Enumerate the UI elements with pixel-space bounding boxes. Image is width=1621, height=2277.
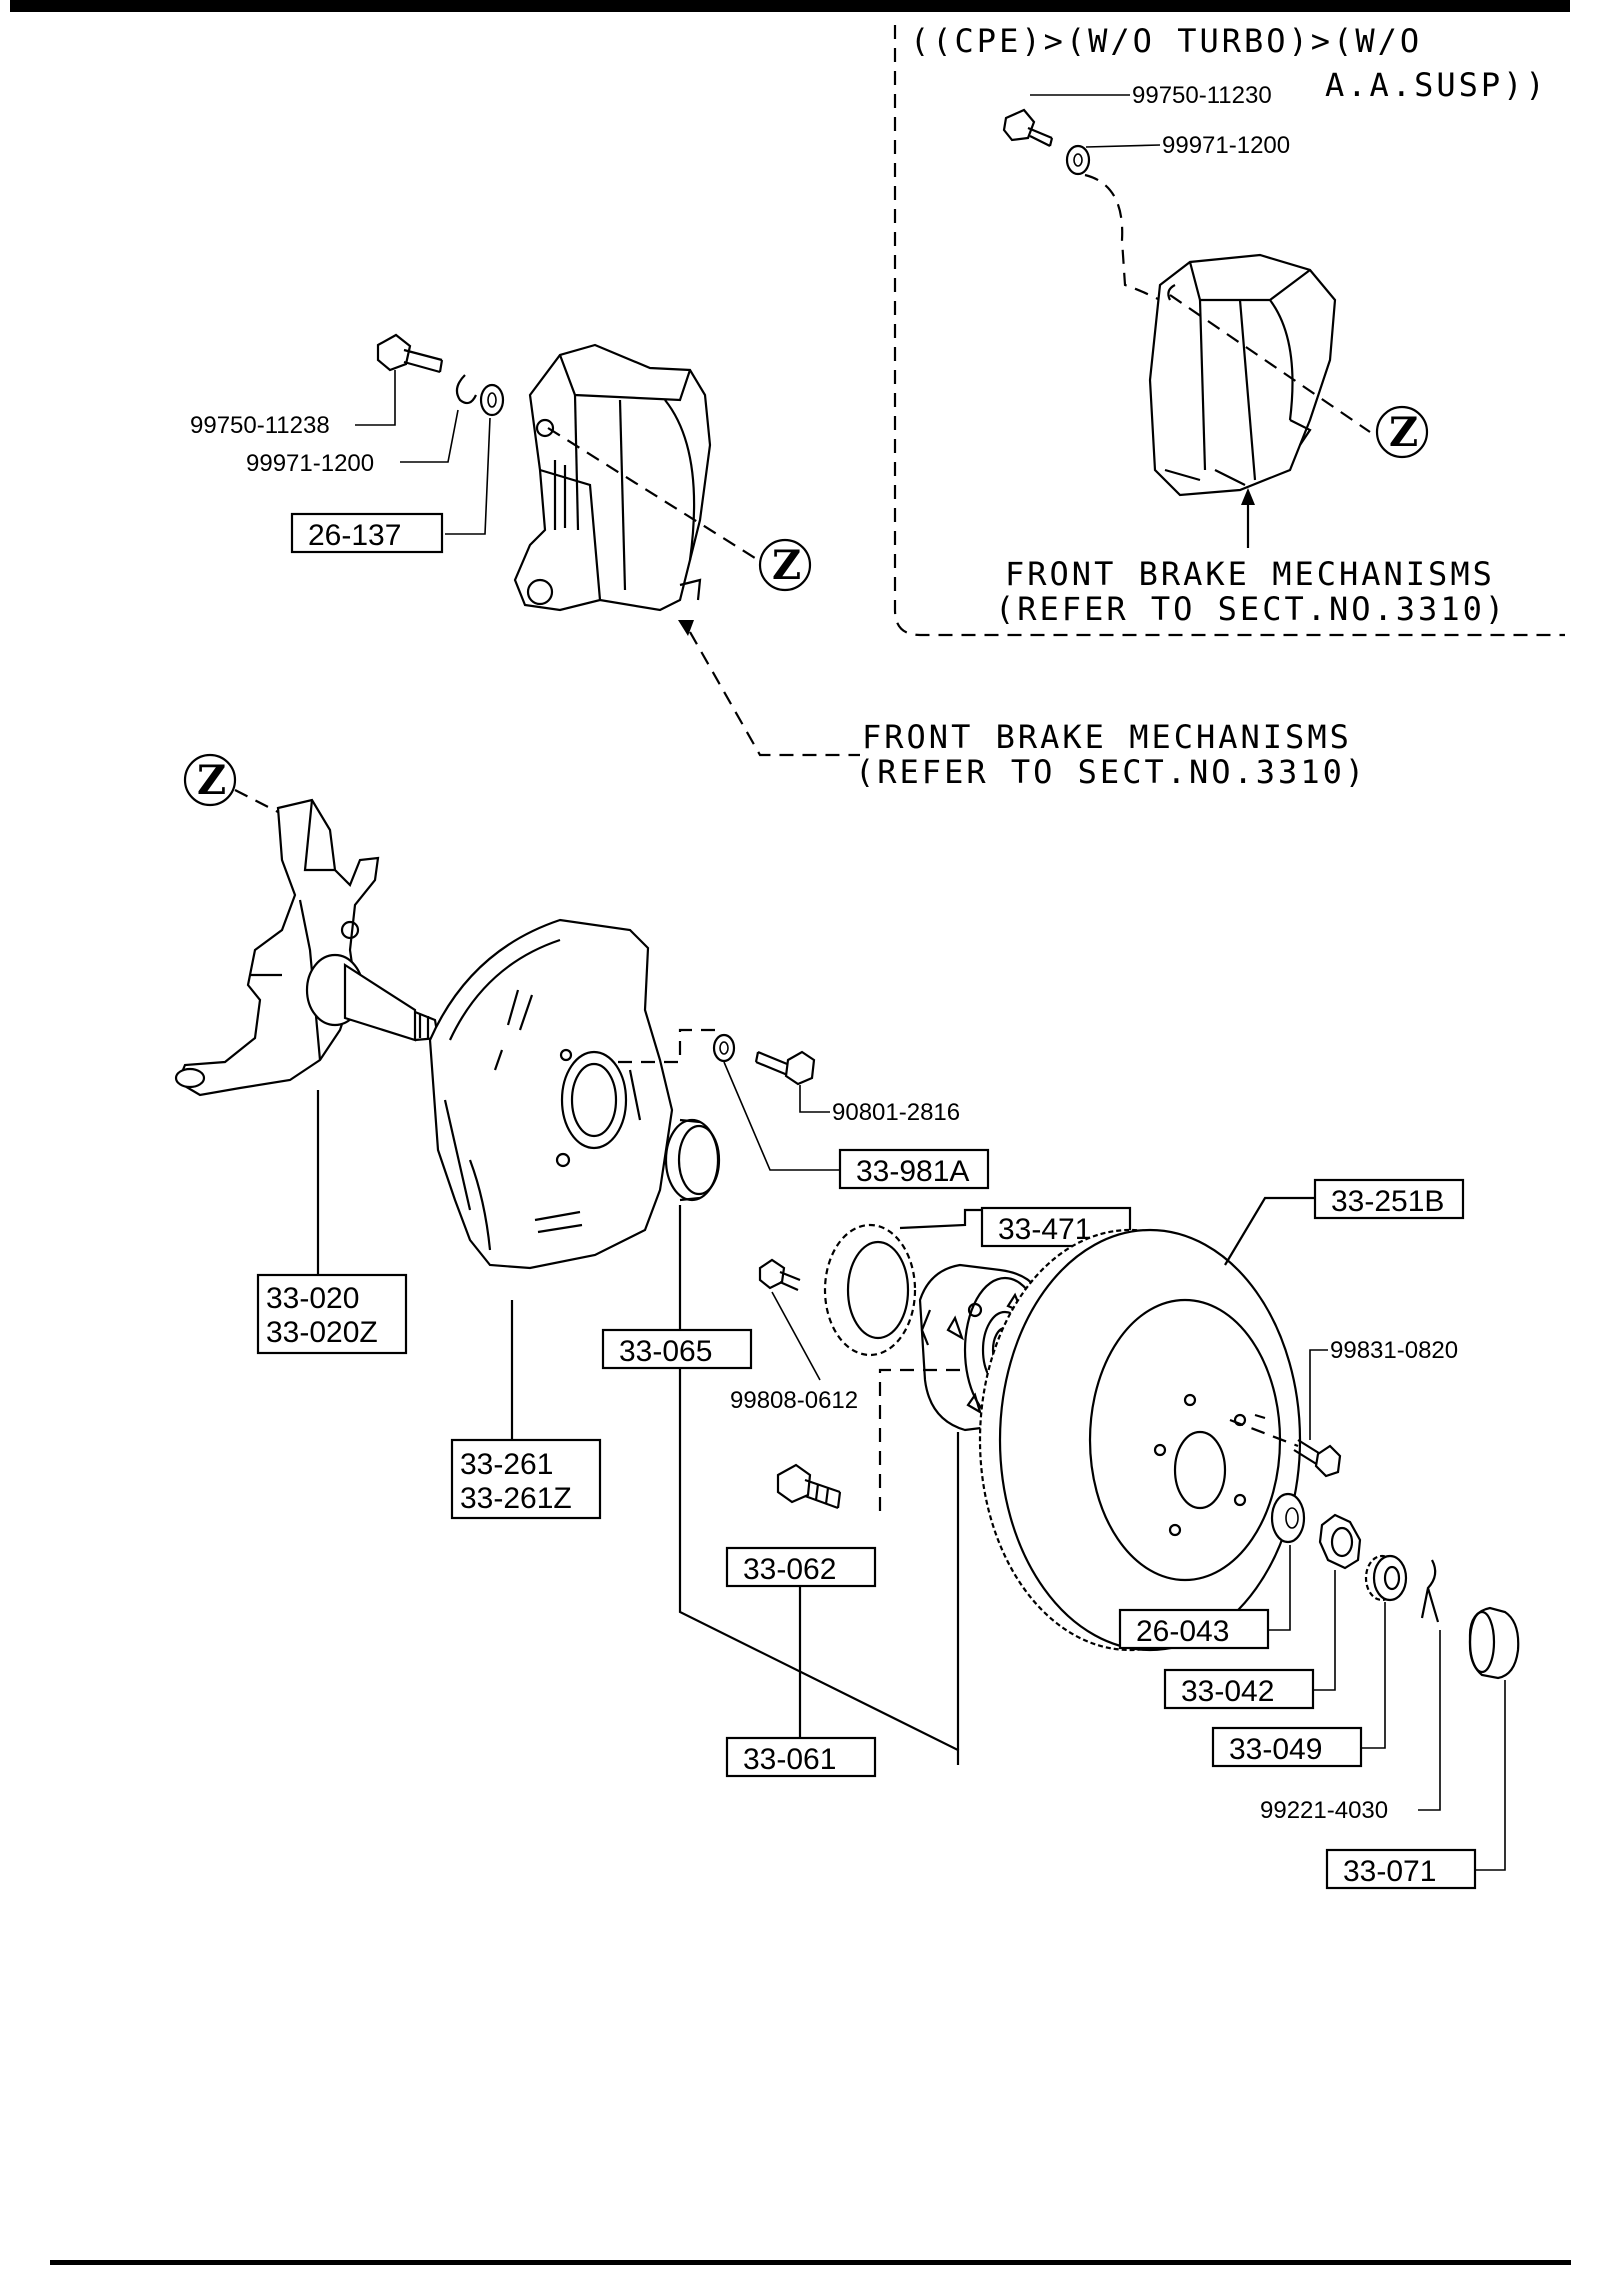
- caliper-spring-washer-icon: [455, 374, 477, 405]
- label-box-lock-nut: [1211, 1726, 1363, 1768]
- label-box-hub-bolt: [725, 1546, 877, 1588]
- lock-nut-icon: [1364, 1554, 1408, 1602]
- inset-ref-line1: FRONT BRAKE MECHANISMS: [1005, 555, 1495, 593]
- label-knuckle-line2: 33-020Z: [266, 1316, 378, 1349]
- bottom-border: [50, 2260, 1571, 2265]
- inset-bolt-label: 99750-11230: [1132, 82, 1272, 109]
- abs-ring-icon: [823, 1223, 917, 1357]
- label-oil-seal: 33-065: [619, 1335, 712, 1368]
- caliper-group: 99750-11238 99971-1200 26-137 Z FRON: [190, 333, 1367, 791]
- label-hub-bolt: 33-062: [743, 1553, 836, 1586]
- label-box-rotor: [1313, 1178, 1465, 1220]
- grease-cap-icon: [1468, 1606, 1520, 1680]
- inset-washer-label: 99971-1200: [1162, 132, 1290, 159]
- abs-bolt-icon: [758, 1258, 801, 1292]
- label-hub-assy: 33-061: [743, 1743, 836, 1776]
- inset-condition-line2: A.A.SUSP)): [1325, 66, 1548, 104]
- rotor-bolt-icon: [1293, 1439, 1342, 1478]
- caliper-bolt-label: 99750-11238: [190, 412, 330, 439]
- label-dust-shield-line2: 33-261Z: [460, 1482, 572, 1515]
- brake-rotor-icon: [978, 1228, 1302, 1652]
- label-rotor: 33-251B: [1331, 1185, 1444, 1218]
- inset-condition-line1: ((CPE)>(W/O TURBO)>(W/O: [910, 22, 1422, 60]
- oil-seal-group: 33-065: [601, 1118, 960, 1765]
- steering-knuckle-icon: [174, 798, 440, 1097]
- label-dust-shield-line1: 33-261: [460, 1448, 553, 1481]
- dust-shield-icon: [428, 918, 674, 1270]
- rotor-bolt-label: 99831-0820: [1330, 1337, 1458, 1364]
- inset-caliper-icon: [1148, 253, 1337, 497]
- inset-panel: ((CPE)>(W/O TURBO)>(W/O A.A.SUSP)) 99750…: [893, 22, 1565, 637]
- abs-bolt-label: 99808-0612: [730, 1387, 858, 1414]
- label-nut: 33-042: [1181, 1675, 1274, 1708]
- inset-z-marker: Z: [1389, 409, 1418, 456]
- shield-bolt-label: 90801-2816: [832, 1099, 960, 1126]
- main-ref-line2: (REFER TO SECT.NO.3310): [855, 753, 1367, 791]
- caliper-washer-label: 99971-1200: [246, 450, 374, 477]
- label-box-nut: [1163, 1668, 1315, 1710]
- label-box-hub-assy: [725, 1736, 877, 1778]
- cotter-pin-label: 99221-4030: [1260, 1797, 1388, 1824]
- label-grease-cap: 33-071: [1343, 1855, 1436, 1888]
- label-knuckle-line1: 33-020: [266, 1282, 359, 1315]
- label-box-oil-seal: [601, 1328, 753, 1370]
- label-box-caliper-plate: [290, 512, 444, 554]
- knuckle-z-marker: Z: [197, 757, 226, 804]
- caliper-body-icon: [513, 343, 712, 612]
- label-box-knuckle: [256, 1273, 408, 1355]
- caliper-bolt-icon: [376, 333, 444, 374]
- inset-ref-line2: (REFER TO SECT.NO.3310): [995, 590, 1507, 628]
- hub-bolt-icon: [776, 1463, 842, 1510]
- shield-hardware-group: 90801-2816 33-981A: [618, 1028, 990, 1190]
- label-washer: 26-043: [1136, 1615, 1229, 1648]
- inset-washer-icon: [1065, 144, 1091, 176]
- inset-bolt-icon: [1002, 108, 1054, 147]
- label-caliper-plate: 26-137: [308, 519, 401, 552]
- nut-icon: [1318, 1513, 1362, 1570]
- label-shield-washer: 33-981A: [856, 1155, 969, 1188]
- abs-ring-group: 33-471 99808-0612: [730, 1206, 1132, 1414]
- top-border: [10, 0, 1570, 12]
- caliper-z-marker: Z: [772, 542, 801, 589]
- label-box-washer: [1118, 1608, 1270, 1650]
- label-box-dust-shield: [450, 1438, 602, 1520]
- label-box-grease-cap: [1325, 1848, 1477, 1890]
- main-ref-line1: FRONT BRAKE MECHANISMS: [862, 718, 1352, 756]
- rotor-group: 33-251B 99831-0820: [978, 1178, 1465, 1652]
- washer-icon: [1270, 1492, 1306, 1544]
- label-lock-nut: 33-049: [1229, 1733, 1322, 1766]
- caliper-plate-washer-icon: [479, 383, 505, 417]
- knuckle-group: Z 33-020 33-020Z: [174, 753, 440, 1355]
- label-box-shield-washer: [838, 1148, 990, 1190]
- shield-washer-icon: [712, 1033, 736, 1063]
- cotter-pin-icon: [1420, 1559, 1440, 1623]
- label-abs-ring: 33-471: [998, 1213, 1091, 1246]
- hub-fastener-group: 26-043 33-042 33-049 99221-4030 33-071: [1118, 1492, 1520, 1890]
- shield-bolt-icon: [754, 1050, 816, 1086]
- dust-shield-group: 33-261 33-261Z: [428, 918, 674, 1520]
